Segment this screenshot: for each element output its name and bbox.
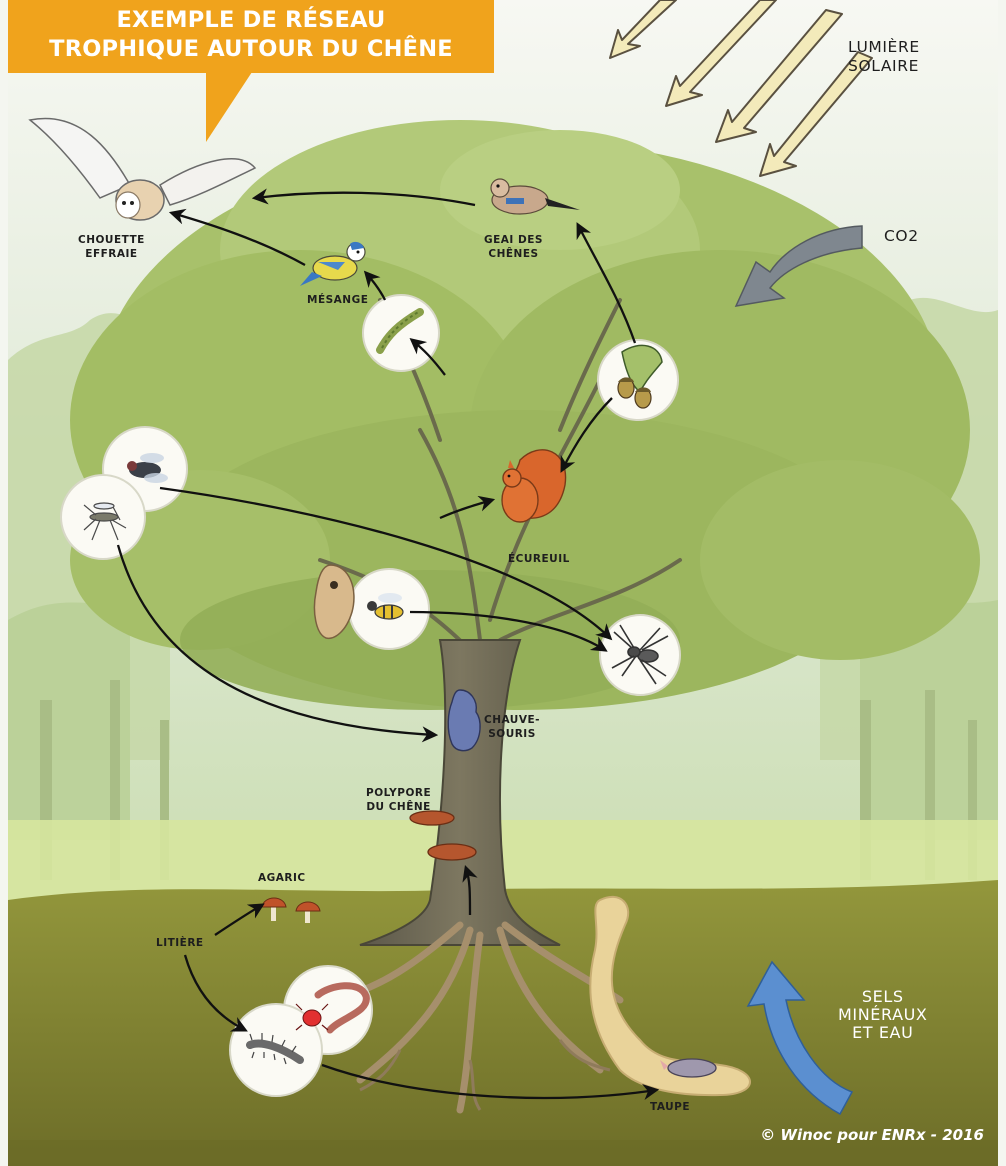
bat-label-line-1: CHAUVE-	[484, 713, 540, 727]
minerals-label-line-1: SELS	[838, 988, 928, 1006]
title-line-2: TROPHIQUE AUTOUR DU CHÊNE	[8, 35, 494, 64]
polypore-label-line-2: DU CHÊNE	[366, 800, 431, 814]
bat-label: CHAUVE- SOURIS	[484, 713, 540, 741]
agaric-label: AGARIC	[258, 871, 306, 885]
minerals-water-label: SELS MINÉRAUX ET EAU	[838, 988, 928, 1042]
title-line-1: EXEMPLE DE RÉSEAU	[8, 6, 494, 35]
mole-label: TAUPE	[650, 1100, 690, 1114]
polypore-label: POLYPORE DU CHÊNE	[366, 786, 431, 814]
bat-label-line-2: SOURIS	[484, 727, 540, 741]
title-banner-pointer	[206, 72, 252, 142]
owl-label: CHOUETTE EFFRAIE	[78, 233, 145, 261]
owl-label-line-1: CHOUETTE	[78, 233, 145, 247]
sunlight-label-line-2: SOLAIRE	[848, 57, 920, 76]
jay-label-line-2: CHÊNES	[484, 247, 543, 261]
litter-label: LITIÈRE	[156, 936, 204, 950]
sunlight-label: LUMIÈRE SOLAIRE	[848, 38, 920, 76]
jay-label: GEAI DES CHÊNES	[484, 233, 543, 261]
credit-text: © Winoc pour ENRx - 2016	[760, 1126, 984, 1144]
sunlight-label-line-1: LUMIÈRE	[848, 38, 920, 57]
squirrel-label: ÉCUREUIL	[508, 552, 570, 566]
minerals-label-line-3: ET EAU	[838, 1024, 928, 1042]
owl-label-line-2: EFFRAIE	[78, 247, 145, 261]
jay-label-line-1: GEAI DES	[484, 233, 543, 247]
caterpillar-bubble	[363, 295, 439, 371]
tit-label: MÉSANGE	[307, 293, 368, 307]
diagram-title: EXEMPLE DE RÉSEAU TROPHIQUE AUTOUR DU CH…	[8, 6, 494, 64]
polypore-label-line-1: POLYPORE	[366, 786, 431, 800]
minerals-label-line-2: MINÉRAUX	[838, 1006, 928, 1024]
co2-label: CO2	[884, 227, 919, 246]
